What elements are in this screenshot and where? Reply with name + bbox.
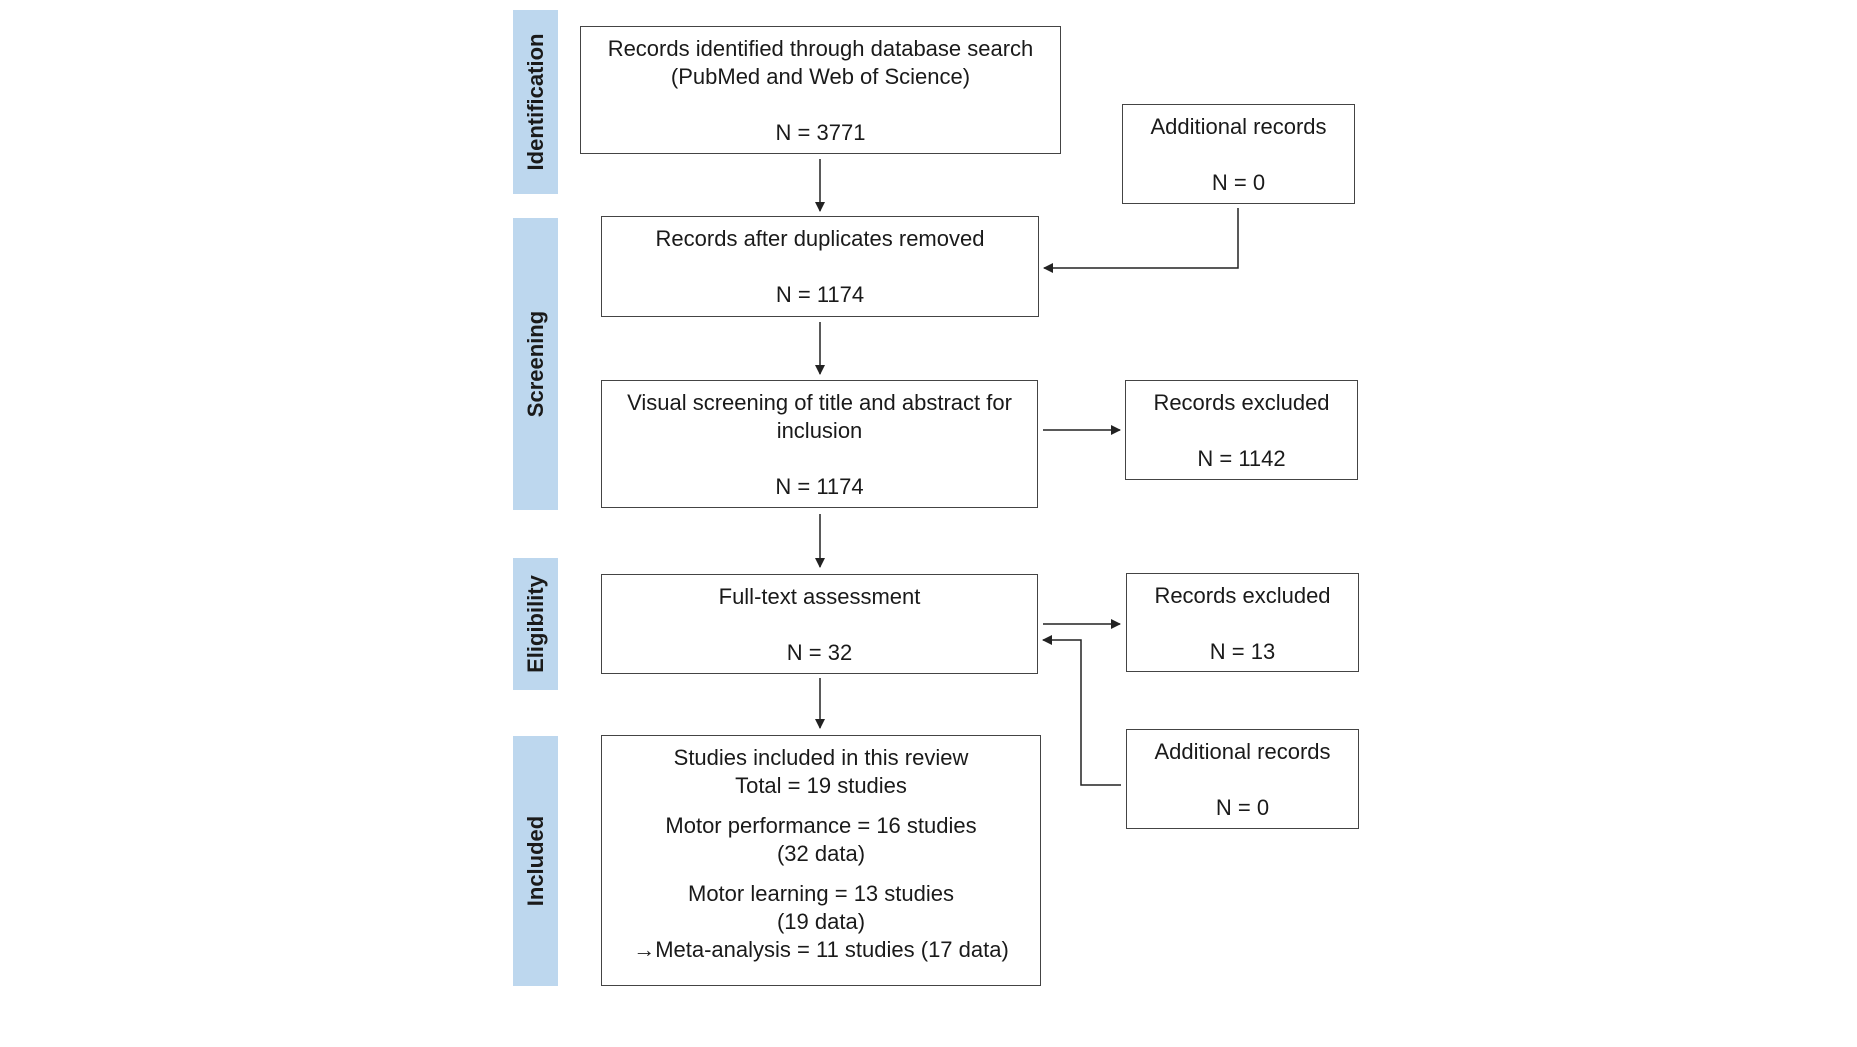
box-full-text-assessment: Full-text assessment N = 32 [601,574,1038,674]
box-duplicates-removed: Records after duplicates removed N = 117… [601,216,1039,317]
box-database-search: Records identified through database sear… [580,26,1061,154]
additional-records-2-count: N = 0 [1215,795,1270,820]
arrow-additional1-to-duplicates [1043,208,1239,273]
records-excluded-1-title: Records excluded [1153,390,1330,415]
included-line5: Motor learning = 13 studies [688,881,954,906]
visual-screening-line1: Visual screening of title and abstract f… [627,390,1012,415]
visual-screening-line2: inclusion [776,418,863,443]
included-line3: Motor performance = 16 studies [665,813,977,838]
database-search-count: N = 3771 [775,120,866,145]
included-line6: (19 data) [776,909,866,934]
database-search-line1: Records identified through database sear… [607,36,1034,61]
included-line1: Studies included in this review [673,745,969,770]
duplicates-removed-count: N = 1174 [775,282,865,307]
stage-eligibility: Eligibility [513,558,558,690]
duplicates-removed-title: Records after duplicates removed [655,226,985,251]
box-visual-screening: Visual screening of title and abstract f… [601,380,1038,508]
stage-included: Included [513,736,558,986]
additional-records-1-count: N = 0 [1211,170,1266,195]
included-line4: (32 data) [776,841,866,866]
full-text-title: Full-text assessment [718,584,921,609]
stage-eligibility-label: Eligibility [522,575,548,673]
box-records-excluded-1: Records excluded N = 1142 [1125,380,1358,480]
stage-identification-label: Identification [522,33,548,171]
box-studies-included: Studies included in this review Total = … [601,735,1041,986]
records-excluded-2-count: N = 13 [1209,639,1276,664]
box-additional-records-2: Additional records N = 0 [1126,729,1359,829]
records-excluded-1-count: N = 1142 [1197,446,1286,471]
stage-identification: Identification [513,10,558,194]
included-line2: Total = 19 studies [735,773,907,798]
included-line7: →Meta-analysis = 11 studies (17 data) [633,937,1009,962]
additional-records-1-title: Additional records [1150,114,1327,139]
visual-screening-count: N = 1174 [775,474,864,499]
box-records-excluded-2: Records excluded N = 13 [1126,573,1359,672]
stage-included-label: Included [522,815,548,907]
full-text-count: N = 32 [786,640,853,665]
database-search-line2: (PubMed and Web of Science) [670,64,971,89]
stage-screening: Screening [513,218,558,510]
box-additional-records-1: Additional records N = 0 [1122,104,1355,204]
records-excluded-2-title: Records excluded [1154,583,1331,608]
stage-screening-label: Screening [522,310,548,418]
arrow-additional2-to-fulltext [1042,635,1121,786]
additional-records-2-title: Additional records [1154,739,1331,764]
